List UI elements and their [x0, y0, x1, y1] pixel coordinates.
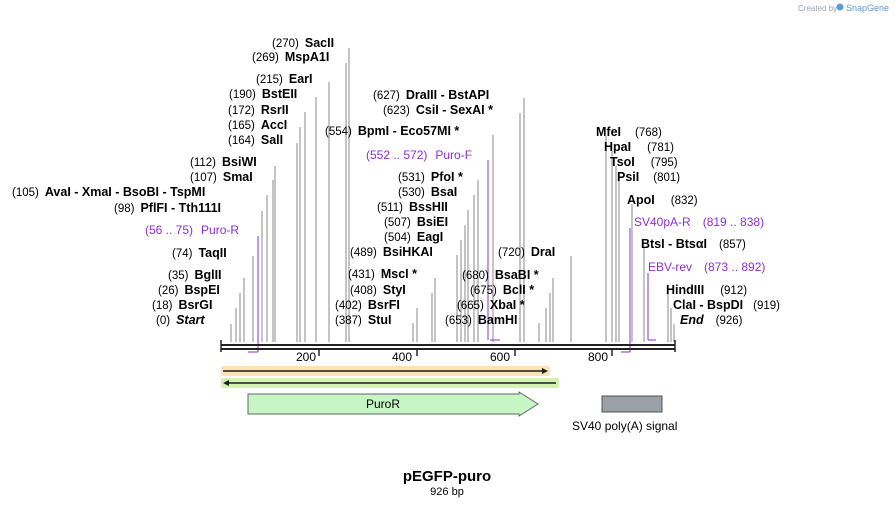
site-leader-lines [230, 48, 675, 342]
feature-sv40-polya-label: SV40 poly(A) signal [572, 419, 677, 433]
primer-label[interactable]: SV40pA-R(819 .. 838) [634, 215, 764, 229]
feature-puror-label: PuroR [366, 397, 400, 411]
site-label[interactable]: (165)AccI [228, 118, 287, 132]
primer-leader-lines [248, 160, 656, 353]
watermark-brand: SnapGene [846, 3, 889, 13]
site-label[interactable]: (680)BsaBI * [462, 268, 539, 282]
site-label[interactable]: (105)AvaI - XmaI - BsoBI - TspMI [12, 185, 205, 199]
site-label[interactable]: HpaI(781) [604, 140, 674, 154]
site-label[interactable]: (402)BsrFI [335, 298, 400, 312]
site-label[interactable]: (408)StyI [350, 283, 406, 297]
feature-sv40-polya[interactable] [601, 395, 663, 413]
site-label[interactable]: (215)EarI [256, 72, 313, 86]
site-label[interactable]: (26)BspEI [158, 283, 220, 297]
snapgene-logo-icon [836, 3, 844, 11]
site-label[interactable]: (504)EagI [384, 230, 443, 244]
primer-label[interactable]: (56 .. 75)Puro-R [145, 223, 239, 237]
primer-label[interactable]: EBV-rev(873 .. 892) [648, 260, 765, 274]
site-label[interactable]: TsoI(795) [610, 155, 678, 169]
site-label[interactable]: (431)MscI * [348, 267, 417, 281]
primer-label[interactable]: (552 .. 572)Puro-F [366, 148, 472, 162]
site-label[interactable]: (112)BsiWI [190, 155, 257, 169]
site-label[interactable]: End(926) [680, 313, 743, 327]
site-label[interactable]: HindIII(912) [666, 283, 747, 297]
plasmid-name: pEGFP-puro [403, 468, 491, 485]
site-label[interactable]: (653)BamHI [445, 313, 517, 327]
site-label[interactable]: (98)PflFI - Tth111I [114, 201, 221, 215]
site-label[interactable]: (164)SalI [228, 133, 283, 147]
site-label[interactable]: (531)PfoI * [398, 170, 463, 184]
site-label[interactable]: (675)BclI * [470, 283, 534, 297]
axis-ticks [318, 349, 613, 356]
site-label[interactable]: PsiI(801) [617, 170, 680, 184]
axis-tick-label: 400 [392, 350, 412, 364]
site-label[interactable]: (554)BpmI - Eco57MI * [325, 124, 459, 138]
site-label[interactable]: ApoI(832) [627, 193, 698, 207]
site-label[interactable]: (74)TaqII [172, 246, 227, 260]
site-label[interactable]: (35)BglII [168, 268, 222, 282]
site-label[interactable]: (665)XbaI * [457, 298, 525, 312]
primer-labels: (56 .. 75)Puro-R (552 .. 572)Puro-F SV40… [145, 148, 765, 274]
site-label[interactable]: (530)BsaI [398, 185, 457, 199]
plasmid-length: 926 bp [430, 486, 464, 498]
watermark-prefix: Created by [798, 4, 837, 13]
site-label[interactable]: (387)StuI [335, 313, 391, 327]
axis-tick-label: 800 [588, 350, 608, 364]
axis-tick-label: 600 [490, 350, 510, 364]
site-label[interactable]: (270)SacII [272, 36, 334, 50]
orf-reverse[interactable] [221, 378, 559, 388]
site-label[interactable]: (269)MspA1I [252, 50, 329, 64]
site-label[interactable]: (107)SmaI [190, 170, 253, 184]
sequence-backbone [220, 340, 676, 352]
site-label[interactable]: (190)BstEII [229, 87, 297, 101]
site-label[interactable]: (0)Start [156, 313, 205, 327]
site-label[interactable]: ClaI - BspDI(919) [673, 298, 780, 312]
site-label[interactable]: MfeI(768) [596, 125, 662, 139]
site-label[interactable]: (172)RsrII [228, 103, 289, 117]
site-label[interactable]: (720)DraI [498, 245, 555, 259]
site-label[interactable]: (18)BsrGI [152, 298, 213, 312]
site-label[interactable]: (507)BsiEI [384, 215, 448, 229]
orf-forward[interactable] [221, 366, 550, 376]
site-label[interactable]: (511)BssHII [377, 200, 448, 214]
site-label[interactable]: (623)CsiI - SexAI * [383, 103, 493, 117]
site-label[interactable]: BtsI - BtsαI(857) [641, 237, 746, 251]
site-label[interactable]: (489)BsiHKAI [350, 245, 433, 259]
feature-puror[interactable]: PuroR [247, 391, 539, 417]
site-labels: (270)SacII (269)MspA1I (215)EarI (190)Bs… [12, 36, 780, 327]
axis-tick-label: 200 [296, 350, 316, 364]
site-label[interactable]: (627)DraIII - BstAPI [373, 88, 489, 102]
